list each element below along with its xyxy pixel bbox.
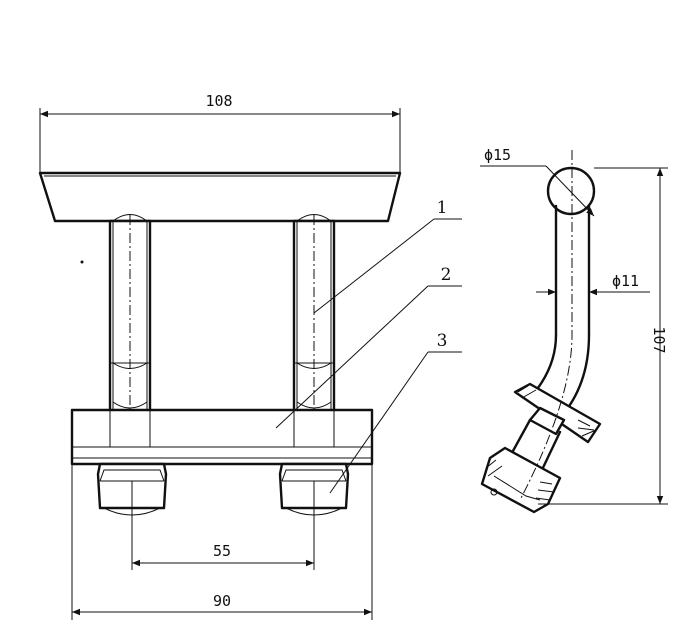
callout-3-label: 3 bbox=[437, 331, 448, 351]
dim-90-label: 90 bbox=[213, 592, 231, 610]
right-nut bbox=[278, 462, 350, 516]
ball-bolt bbox=[480, 150, 602, 514]
dim-108-label: 108 bbox=[205, 92, 232, 110]
fixture-assembly bbox=[38, 171, 402, 516]
dimension-bolt-height: 107 bbox=[538, 167, 668, 505]
dimension-ball-diameter: ϕ15 bbox=[480, 146, 595, 217]
callout-2: 2 bbox=[275, 265, 462, 429]
washer-section bbox=[513, 382, 602, 444]
dim-phi15-label: ϕ15 bbox=[484, 146, 511, 164]
dimension-rod-diameter: ϕ11 bbox=[536, 272, 650, 296]
left-rod bbox=[108, 214, 152, 420]
dim-phi11-label: ϕ11 bbox=[612, 272, 639, 290]
bottom-plate bbox=[70, 408, 374, 466]
top-plate bbox=[38, 171, 402, 223]
dimension-bolt-spacing: 55 bbox=[131, 508, 315, 570]
dimension-base-width: 90 bbox=[71, 464, 373, 620]
dim-107-label: 107 bbox=[650, 326, 668, 353]
dim-55-label: 55 bbox=[213, 542, 231, 560]
left-nut bbox=[96, 462, 168, 516]
callout-1: 1 bbox=[313, 198, 462, 314]
callout-2-label: 2 bbox=[441, 265, 452, 285]
dimension-top-width: 108 bbox=[39, 92, 401, 173]
callout-1-label: 1 bbox=[437, 198, 448, 218]
callout-3: 3 bbox=[329, 331, 462, 494]
right-rod bbox=[292, 214, 336, 420]
